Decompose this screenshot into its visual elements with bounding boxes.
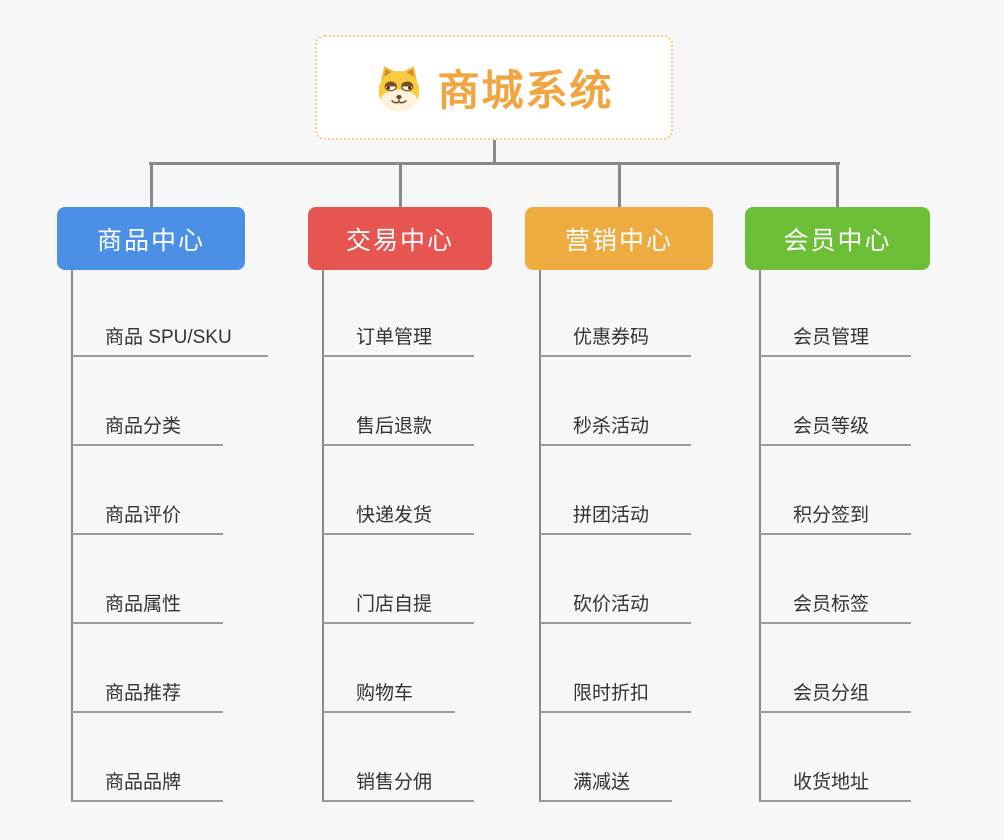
leaf-label: 订单管理 xyxy=(356,327,433,349)
branch-connector-drop xyxy=(399,162,402,210)
branch-node[interactable]: 营销中心 xyxy=(525,207,713,270)
branch-connector-drop xyxy=(836,162,839,210)
leaf-item[interactable]: 会员管理 xyxy=(760,311,911,357)
leaf-item[interactable]: 商品品牌 xyxy=(72,756,223,802)
leaf-item[interactable]: 快递发货 xyxy=(323,489,474,535)
leaf-item[interactable]: 收货地址 xyxy=(760,756,911,802)
leaf-label: 收货地址 xyxy=(793,772,870,794)
leaf-item[interactable]: 秒杀活动 xyxy=(540,400,691,446)
leaf-label: 拼团活动 xyxy=(573,505,650,527)
leaf-item[interactable]: 限时折扣 xyxy=(540,667,691,713)
leaf-label: 优惠券码 xyxy=(573,327,650,349)
leaf-label: 积分签到 xyxy=(793,505,870,527)
leaf-item[interactable]: 会员等级 xyxy=(760,400,911,446)
branch-spine-line xyxy=(539,269,541,802)
branch-spine-line xyxy=(71,269,73,802)
leaf-item[interactable]: 售后退款 xyxy=(323,400,474,446)
leaf-item[interactable]: 购物车 xyxy=(323,667,455,713)
leaf-label: 会员标签 xyxy=(793,594,870,616)
leaf-label: 限时折扣 xyxy=(573,683,650,705)
leaf-label: 会员管理 xyxy=(793,327,870,349)
leaf-item[interactable]: 砍价活动 xyxy=(540,578,691,624)
root-title: 商城系统 xyxy=(437,67,614,114)
leaf-label: 满减送 xyxy=(573,772,631,794)
leaf-item[interactable]: 会员分组 xyxy=(760,667,911,713)
leaf-item[interactable]: 积分签到 xyxy=(760,489,911,535)
leaf-label: 会员分组 xyxy=(793,683,870,705)
connector-rail xyxy=(149,162,840,165)
root-node[interactable]: 商城系统 xyxy=(315,35,673,140)
leaf-item[interactable]: 拼团活动 xyxy=(540,489,691,535)
branch-label: 商品中心 xyxy=(96,226,205,255)
doge-icon xyxy=(379,65,420,111)
branch-label: 营销中心 xyxy=(564,226,673,255)
leaf-item[interactable]: 订单管理 xyxy=(323,311,474,357)
leaf-item[interactable]: 商品评价 xyxy=(72,489,223,535)
branch-label: 会员中心 xyxy=(783,226,892,255)
leaf-item[interactable]: 商品分类 xyxy=(72,400,223,446)
leaf-label: 销售分佣 xyxy=(356,772,433,794)
leaf-item[interactable]: 商品推荐 xyxy=(72,667,223,713)
root-connector-drop xyxy=(493,138,496,164)
leaf-item[interactable]: 会员标签 xyxy=(760,578,911,624)
leaf-item[interactable]: 销售分佣 xyxy=(323,756,474,802)
leaf-label: 门店自提 xyxy=(356,594,433,616)
leaf-label: 商品 SPU/SKU xyxy=(105,327,232,349)
leaf-item[interactable]: 优惠券码 xyxy=(540,311,691,357)
leaf-label: 商品属性 xyxy=(105,594,182,616)
branch-connector-drop xyxy=(150,162,153,210)
leaf-label: 商品评价 xyxy=(105,505,182,527)
leaf-label: 快递发货 xyxy=(356,505,433,527)
leaf-label: 售后退款 xyxy=(356,416,433,438)
leaf-label: 砍价活动 xyxy=(573,594,650,616)
leaf-item[interactable]: 商品 SPU/SKU xyxy=(72,311,268,357)
branch-spine-line xyxy=(322,269,324,802)
leaf-label: 商品分类 xyxy=(105,416,182,438)
branch-spine-line xyxy=(759,269,761,802)
leaf-label: 秒杀活动 xyxy=(573,416,650,438)
leaf-item[interactable]: 商品属性 xyxy=(72,578,223,624)
leaf-label: 商品推荐 xyxy=(105,683,182,705)
branch-node[interactable]: 会员中心 xyxy=(745,207,930,270)
branch-node[interactable]: 交易中心 xyxy=(308,207,492,270)
branch-node[interactable]: 商品中心 xyxy=(57,207,245,270)
leaf-item[interactable]: 满减送 xyxy=(540,756,672,802)
leaf-label: 会员等级 xyxy=(793,416,870,438)
leaf-item[interactable]: 门店自提 xyxy=(323,578,474,624)
leaf-label: 购物车 xyxy=(356,683,414,705)
leaf-label: 商品品牌 xyxy=(105,772,182,794)
branch-label: 交易中心 xyxy=(345,226,454,255)
branch-connector-drop xyxy=(618,162,621,210)
